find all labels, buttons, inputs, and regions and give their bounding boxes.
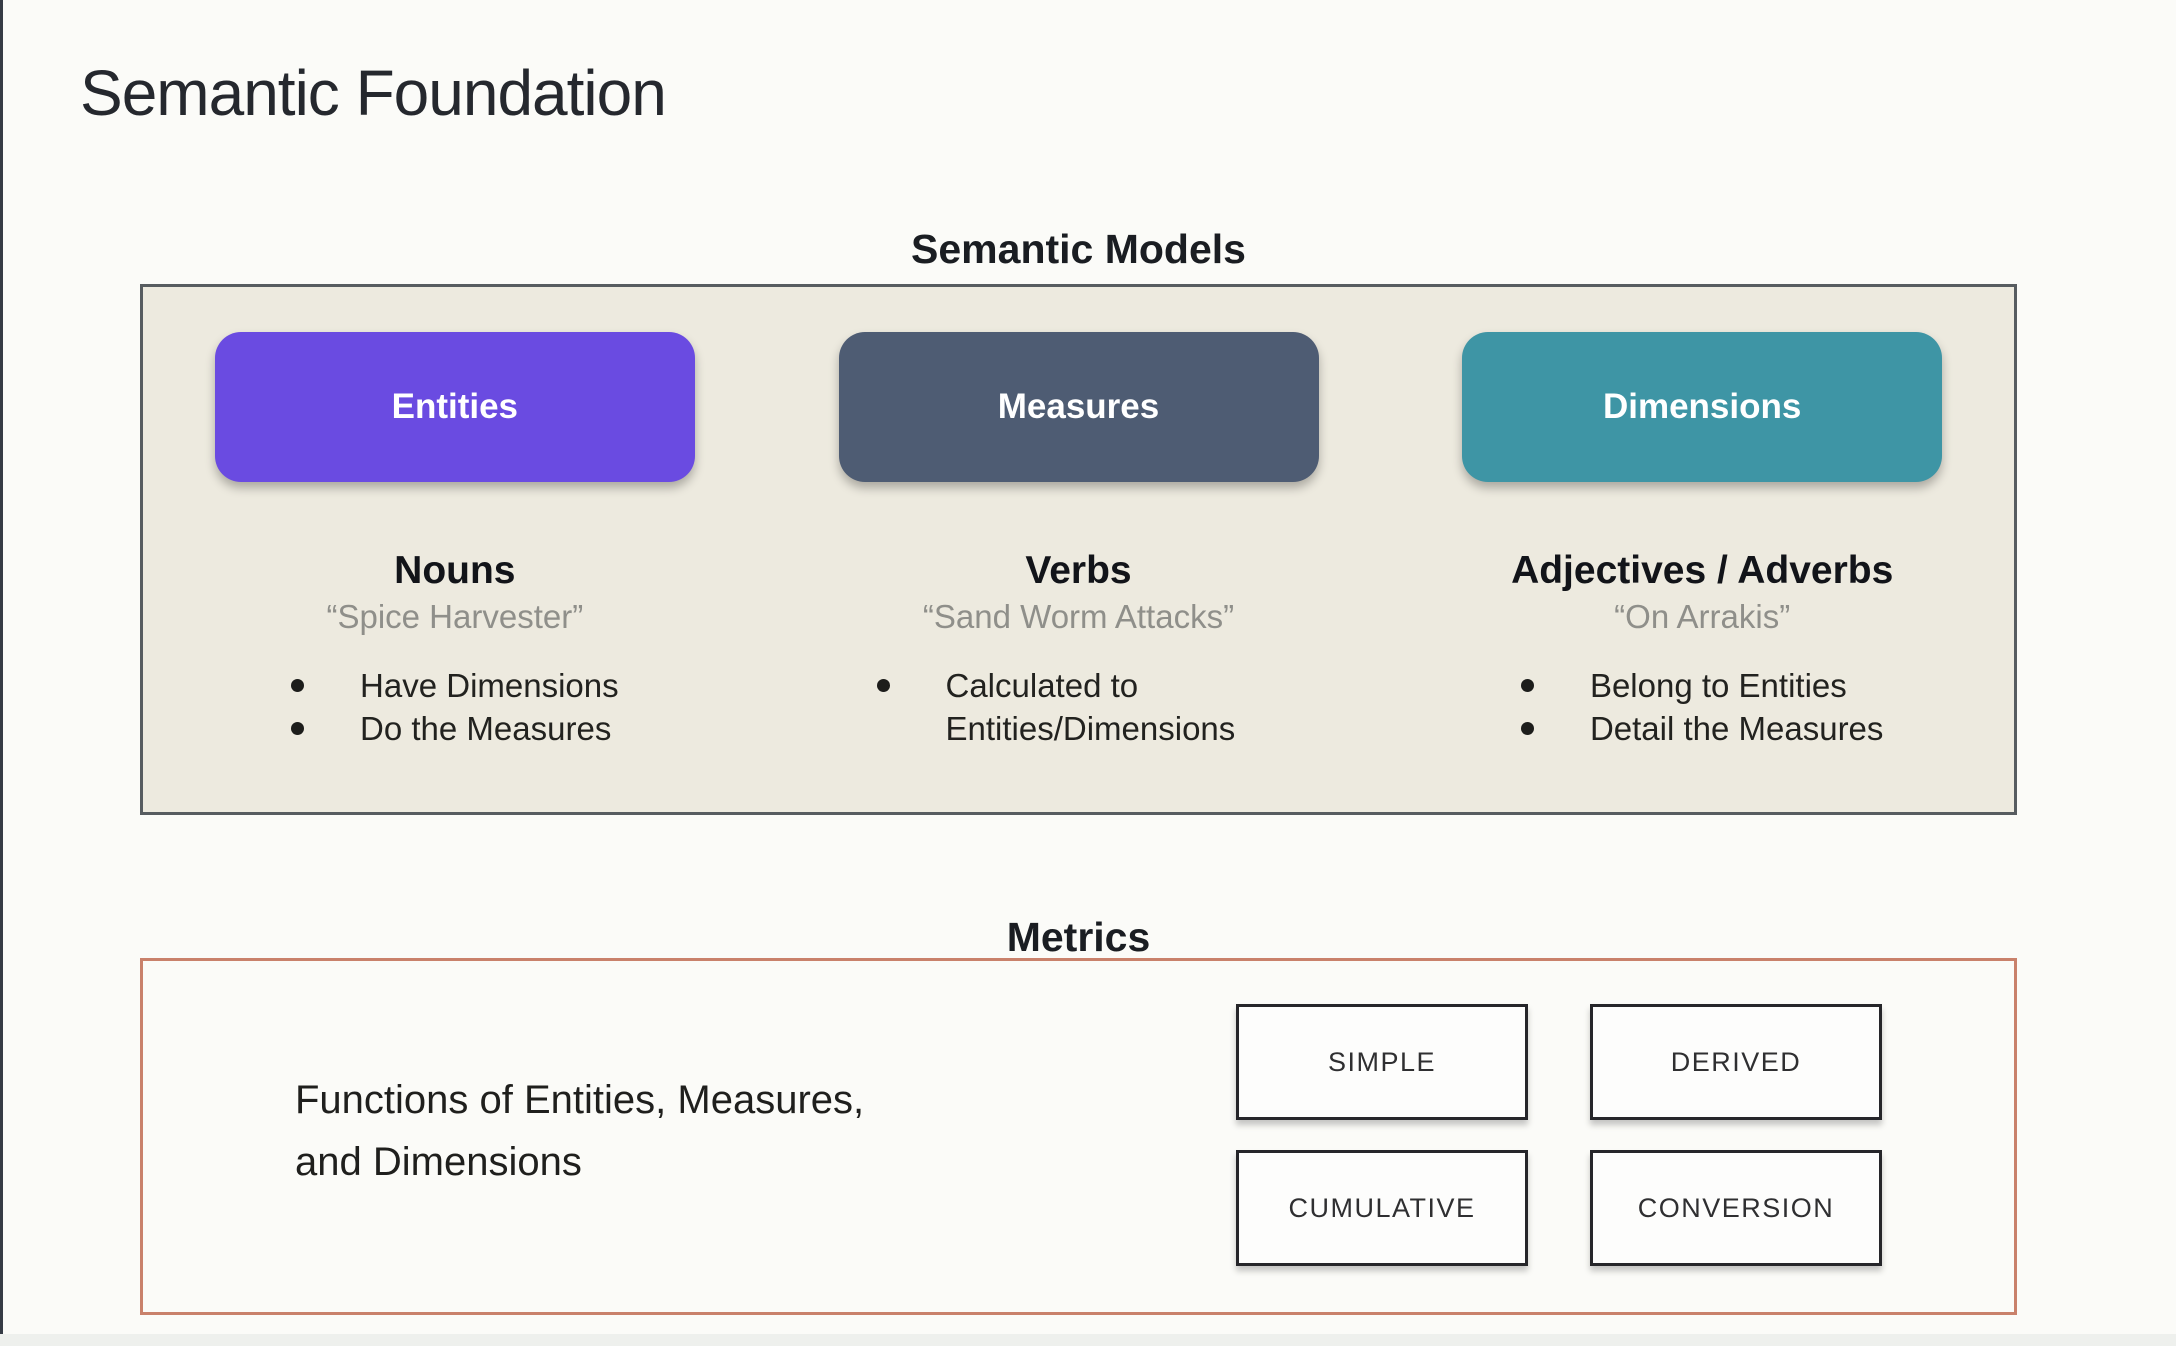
metrics-description-line: and Dimensions: [295, 1140, 582, 1184]
entities-button: Entities: [214, 332, 695, 482]
bullet-dot-icon: [291, 678, 305, 692]
metric-type-derived: DERIVED: [1590, 1004, 1882, 1120]
entities-column: Entities Nouns “Spice Harvester” Have Di…: [143, 287, 767, 812]
metric-types-grid: SIMPLE DERIVED CUMULATIVE CONVERSION: [1236, 1004, 1882, 1266]
metrics-panel: Functions of Entities, Measures, and Dim…: [140, 958, 2017, 1315]
bullet-label: Detail the Measures: [1589, 710, 1884, 748]
measures-button: Measures: [838, 332, 1319, 482]
dimensions-bullet-list: Belong to Entities Detail the Measures: [1520, 664, 1884, 751]
dimensions-example-quote: “On Arrakis”: [1614, 597, 1791, 635]
bullet-label: Belong to Entities: [1589, 666, 1847, 704]
measures-column: Measures Verbs “Sand Worm Attacks” Calcu…: [767, 287, 1391, 812]
list-item: Detail the Measures: [1520, 707, 1884, 751]
bullet-dot-icon: [1520, 678, 1534, 692]
entities-example-quote: “Spice Harvester”: [326, 597, 584, 635]
bullet-dot-icon: [876, 678, 890, 692]
metric-type-simple: SIMPLE: [1236, 1004, 1528, 1120]
bullet-label: Calculated to Entities/Dimensions: [945, 666, 1236, 748]
dimensions-part-of-speech: Adjectives / Adverbs: [1511, 549, 1894, 592]
list-item: Belong to Entities: [1520, 664, 1883, 708]
metrics-heading: Metrics: [1006, 914, 1151, 960]
dimensions-column: Dimensions Adjectives / Adverbs “On Arra…: [1390, 287, 2014, 812]
bullet-dot-icon: [1520, 722, 1534, 736]
metric-type-conversion: CONVERSION: [1590, 1150, 1882, 1266]
list-item: Do the Measures: [291, 707, 619, 751]
semantic-models-heading: Semantic Models: [911, 226, 1246, 272]
measures-part-of-speech: Verbs: [1025, 549, 1132, 592]
list-item: Have Dimensions: [291, 664, 619, 708]
bullet-dot-icon: [291, 722, 305, 736]
entities-bullet-list: Have Dimensions Do the Measures: [291, 664, 619, 751]
measures-example-quote: “Sand Worm Attacks”: [922, 597, 1235, 635]
list-item: Calculated to Entities/Dimensions: [876, 664, 1281, 751]
dimensions-button: Dimensions: [1462, 332, 1943, 482]
window-left-edge: [0, 0, 3, 1346]
metrics-description: Functions of Entities, Measures, and Dim…: [295, 1069, 864, 1193]
slide-title: Semantic Foundation: [80, 57, 667, 129]
entities-part-of-speech: Nouns: [394, 549, 516, 592]
metrics-description-line: Functions of Entities, Measures,: [295, 1078, 865, 1122]
bullet-label: Have Dimensions: [360, 666, 619, 704]
metric-type-cumulative: CUMULATIVE: [1236, 1150, 1528, 1266]
bullet-label: Do the Measures: [360, 710, 612, 748]
semantic-models-panel: Entities Nouns “Spice Harvester” Have Di…: [140, 284, 2017, 815]
measures-bullet-list: Calculated to Entities/Dimensions: [876, 664, 1281, 751]
letterbox-strip: [0, 1334, 2176, 1346]
